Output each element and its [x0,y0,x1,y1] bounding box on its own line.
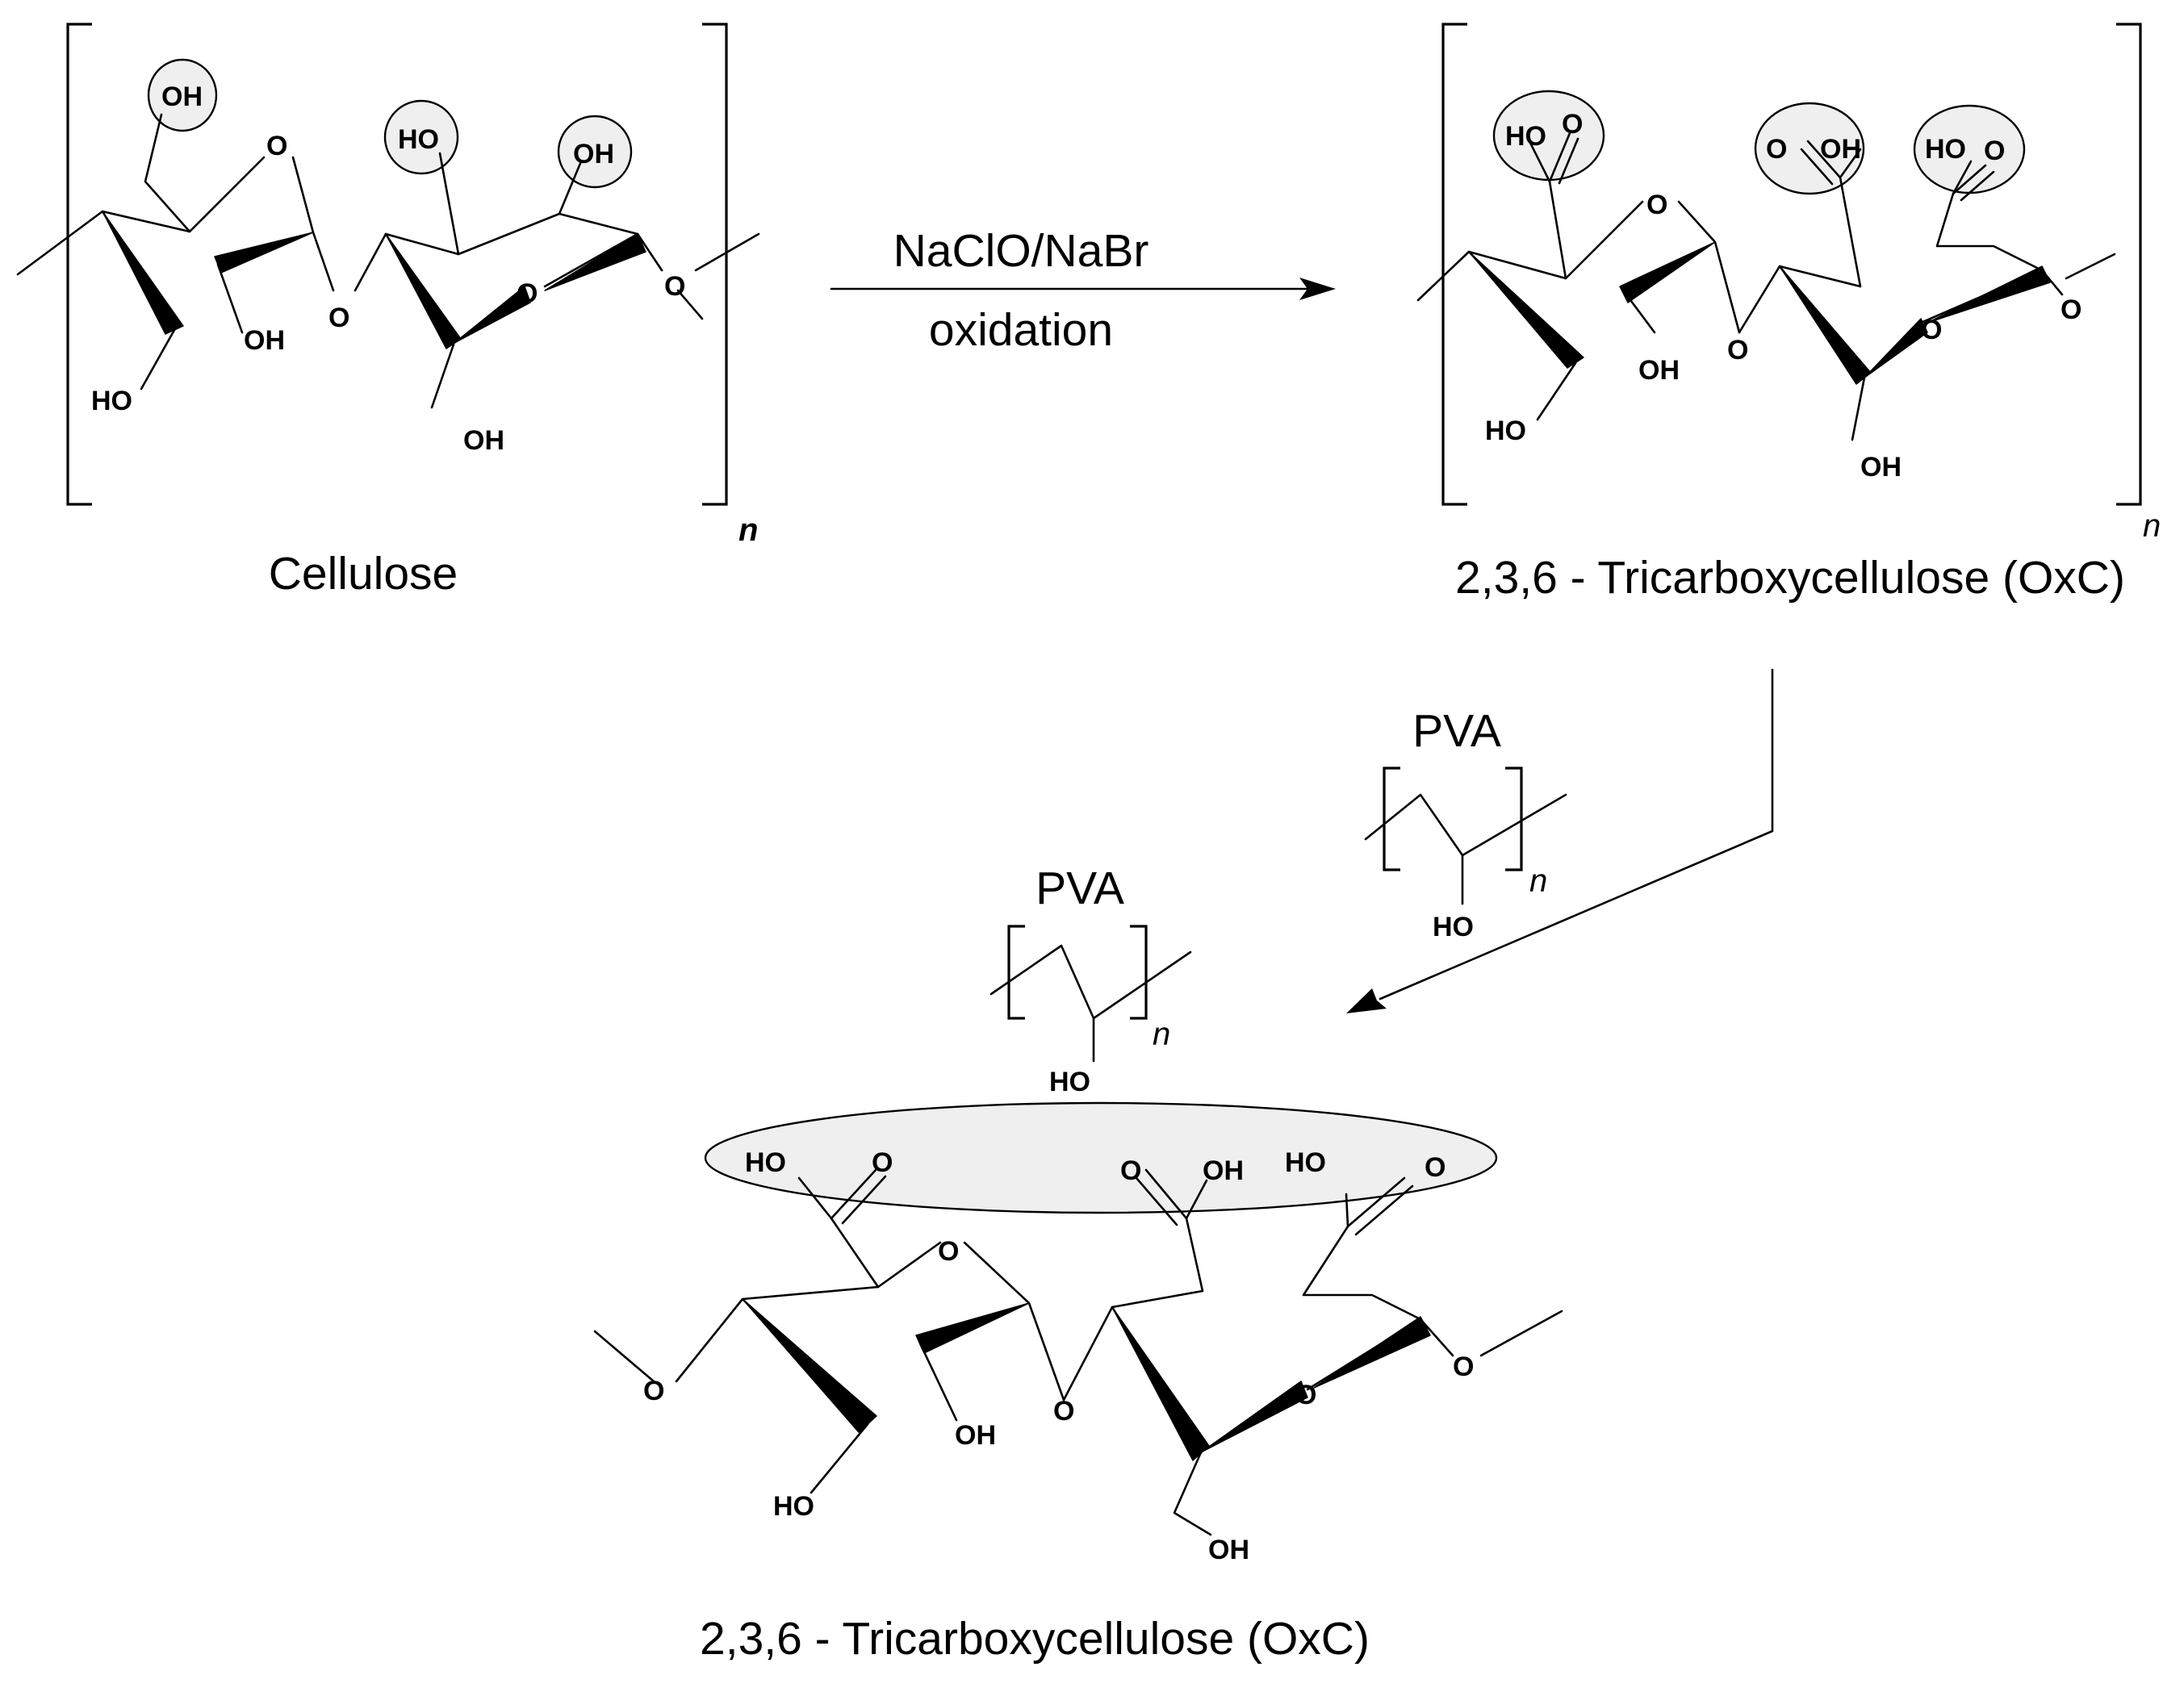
c6-oh-label-2: OH [1860,452,1902,483]
oxidation-arrow: NaClO/NaBr oxidation [830,225,1336,356]
arrowhead [1299,278,1336,300]
right-bracket [702,23,728,506]
pva-label-bottom: PVA [1036,863,1124,914]
wedge-bond [544,233,646,291]
c6-carbonyl-o: O [872,1147,893,1178]
right-bracket-oxc [2116,23,2142,506]
wedge-bond [1927,265,2051,324]
ring-oxygen-label-2: O [1921,315,1942,345]
ring-oxygen-label: O [938,1236,959,1267]
pva-left-bracket [1383,767,1400,871]
cellulose-caption: Cellulose [269,548,458,600]
terminal-oxygen-label: O [664,271,685,302]
wedge-bond [1779,265,1872,385]
c3-ho-label: HO [1925,134,1966,165]
pva-bottom-right-bracket [1130,925,1148,1020]
pva-reagent: PVA HO n [1364,705,1567,942]
wedge-bond [454,286,531,344]
c3-oh-label: OH [244,325,285,356]
pva-label: PVA [1412,705,1501,757]
pva-bottom-left-bracket [1007,925,1025,1020]
oxc-structure-top: HO O O OH HO O O OH HO O O O OH n 2,3,6 … [1416,23,2161,604]
ring-oxygen-label-2: O [517,278,538,309]
c2-ho-label-2: HO [398,124,439,155]
pva-addition-arrow [1346,668,1774,1013]
terminal-oxygen-right: O [1453,1352,1474,1382]
ring-oxygen-label: O [266,131,287,161]
repeat-index: n [738,512,758,548]
c2-ho-label: HO [773,1491,814,1522]
oxc-caption-bottom: 2,3,6 - Tricarboxycellulose (OxC) [700,1613,1370,1665]
glycosidic-oxygen-label: O [1727,335,1748,366]
highlight-carboxyl-region [704,1101,1498,1214]
c2-carbonyl-o: O [1120,1155,1141,1186]
wedge-bond [742,1298,877,1433]
pva-bottom-ho-label: HO [1049,1067,1090,1097]
c3-carbonyl-o: O [1425,1152,1446,1183]
pva-right-bracket [1505,767,1523,871]
highlight-c6-oh [147,58,218,132]
glycosidic-oxygen-label: O [328,303,349,333]
c3-oh-label-2: OH [573,139,614,169]
glycosidic-oxygen-label: O [1053,1396,1074,1427]
pva-repeat-index: n [1529,863,1547,899]
pva-bottom-repeat-index: n [1153,1017,1170,1052]
arrowhead-2 [1346,988,1387,1013]
pva-ho-label: HO [1433,912,1474,942]
left-bracket [66,23,92,506]
c6-ho-label: HO [1505,121,1546,152]
terminal-oxygen-left: O [643,1376,664,1406]
wedge-bond [1200,1381,1308,1453]
c6-ho-label: HO [745,1147,786,1178]
wedge-bond [214,232,314,274]
wedge-bond [915,1302,1030,1354]
c6-oh-label-2: OH [1208,1535,1249,1565]
terminal-oxygen-label: O [2061,295,2081,325]
left-bracket-oxc [1441,23,1467,506]
wedge-bond [385,233,462,349]
c2-ho-label: HO [1485,416,1526,446]
oxc-caption-top: 2,3,6 - Tricarboxycellulose (OxC) [1455,552,2125,604]
c2-carbonyl-o: O [1766,134,1787,165]
c6-carbonyl-o: O [1562,109,1583,140]
c3-oh-label: OH [955,1420,996,1451]
oxc-structure-bottom: HO O O OH HO O O O OH HO O O O OH 2,3,6 … [593,1101,1563,1665]
c6-oh-label-2: OH [463,425,504,456]
reagent-label: NaClO/NaBr [893,225,1149,277]
ring-oxygen-label: O [1646,190,1667,220]
wedge-bond [1313,1316,1431,1389]
wedge-bond [1111,1306,1210,1461]
pva-reagent-bottom: PVA HO n [989,863,1192,1097]
wedge-bond [102,211,184,335]
wedge-bond [1619,241,1716,303]
c3-carbonyl-o: O [1984,136,2005,166]
ring-oxygen-label-2: O [1295,1380,1316,1410]
c6-oh-label: OH [161,81,203,112]
c2-oh-label: OH [1203,1155,1244,1186]
c2-ho-label: HO [91,386,132,416]
c3-oh-label: OH [1638,355,1680,386]
wedge-bond [1468,251,1584,369]
condition-label: oxidation [929,304,1113,356]
cellulose-structure: OH O OH HO O HO OH O O OH n Cellulose [16,23,760,600]
wedge-bond [1864,318,1928,378]
highlight-c2-carboxyl [1754,102,1865,195]
c2-oh-label: OH [1820,134,1861,165]
c3-ho-label: HO [1285,1147,1326,1178]
repeat-index-oxc: n [2143,508,2161,544]
